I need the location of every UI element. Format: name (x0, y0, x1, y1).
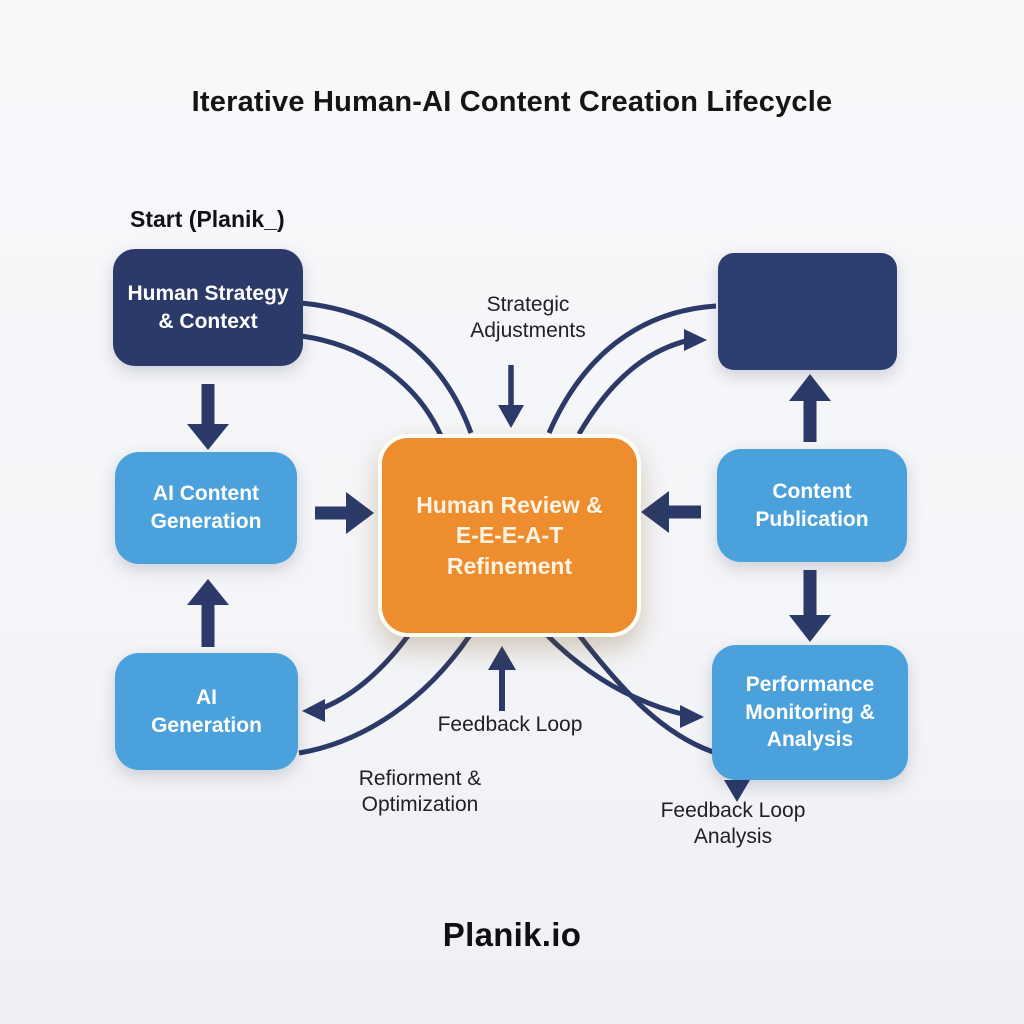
arc-review-to-aigen-lower (298, 633, 473, 756)
node-ai-content-generation-label: AI Content Generation (150, 482, 262, 533)
node-content-publication: Content Publication (717, 449, 907, 562)
arc-strategy-to-review-inner (300, 333, 444, 438)
arrowhead-publication-left (641, 491, 669, 533)
arrowhead-review-to-topright (684, 329, 707, 351)
arc-review-to-performance-upper (543, 631, 687, 718)
diagram-title: Iterative Human-AI Content Creation Life… (191, 86, 833, 118)
arrowhead-aigen-up (187, 579, 229, 605)
arrowhead-strategic-adjust (498, 405, 524, 428)
arrowhead-review-to-performance (680, 705, 704, 728)
start-annotation: Start (Planik_) (130, 206, 285, 232)
node-performance-monitoring-label: Performance Monitoring & Analysis (745, 672, 875, 752)
node-human-review-label: Human Review & E-E-E-A-T Refinement (416, 491, 603, 579)
node-ai-generation: AI Generation (115, 653, 298, 770)
arc-strategy-to-review-outer (300, 300, 474, 434)
node-content-publication-label: Content Publication (755, 479, 869, 531)
arc-review-to-aigen-upper (319, 631, 413, 712)
arrowhead-publication-up (789, 374, 831, 401)
arrowhead-publication-down (789, 615, 831, 642)
node-ai-content-generation: AI Content Generation (115, 452, 297, 564)
footer-logo: Planik.io (442, 916, 582, 953)
node-human-strategy-label: Human Strategy & Context (127, 281, 289, 333)
arc-review-to-topright-inner (576, 337, 691, 436)
edge-label-refiorment-optimization: Refiorment & Optimization (358, 767, 482, 817)
arc-review-to-performance-lower (577, 633, 714, 755)
node-human-review: Human Review & E-E-E-A-T Refinement (378, 434, 641, 637)
arrowhead-aicontent-right (346, 492, 374, 534)
arrowhead-review-to-aigen (302, 699, 325, 722)
node-ai-generation-label: AI Generation (151, 685, 262, 737)
edge-label-strategic-adjustments: Strategic Adjustments (470, 293, 586, 343)
node-blank-top-right (718, 253, 897, 370)
edge-label-feedback-loop-analysis: Feedback Loop Analysis (660, 799, 806, 849)
node-performance-monitoring: Performance Monitoring & Analysis (712, 645, 908, 780)
edge-label-feedback-loop: Feedback Loop (437, 713, 583, 736)
arrowhead-performance-label (724, 780, 750, 802)
node-human-strategy: Human Strategy & Context (113, 249, 303, 366)
arrowhead-strategy-down (187, 424, 229, 450)
arc-review-to-topright-outer (546, 303, 717, 434)
arrowhead-feedback-up (488, 646, 516, 670)
